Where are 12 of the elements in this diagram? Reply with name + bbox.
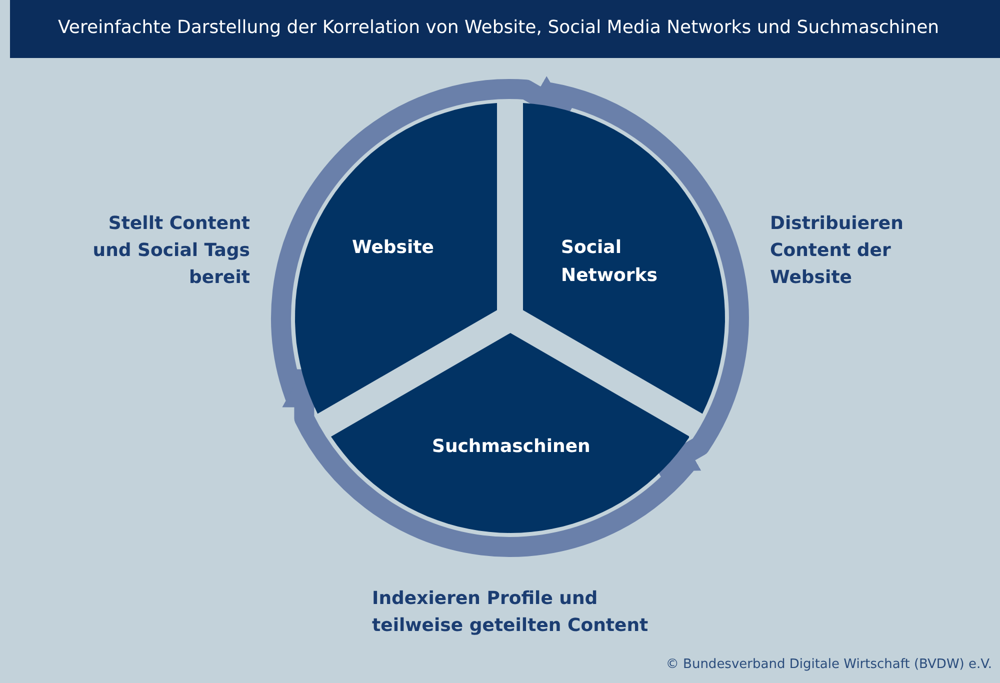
sector-shape [330, 333, 690, 533]
sector-label: Suchmaschinen [432, 434, 590, 459]
sector-shape [523, 103, 725, 414]
edge-label: Distribuieren Content der Website [770, 212, 904, 290]
copyright-note: © Bundesverband Digitale Wirtschaft (BVDW) e.V. [666, 657, 992, 672]
sector-label: Website [352, 236, 434, 260]
sector-label: Social Networks [561, 236, 658, 288]
sector-shape [295, 103, 497, 414]
title: Vereinfachte Darstellung der Korrelation von Website, Social Media Networks und Suchmaschinen [58, 17, 940, 38]
curved-arrow [282, 367, 696, 557]
edge-label: Indexieren Profile und teilweise geteilten Content [372, 587, 650, 638]
edge-label: Stellt Content und Social Tags bereit [92, 212, 250, 290]
